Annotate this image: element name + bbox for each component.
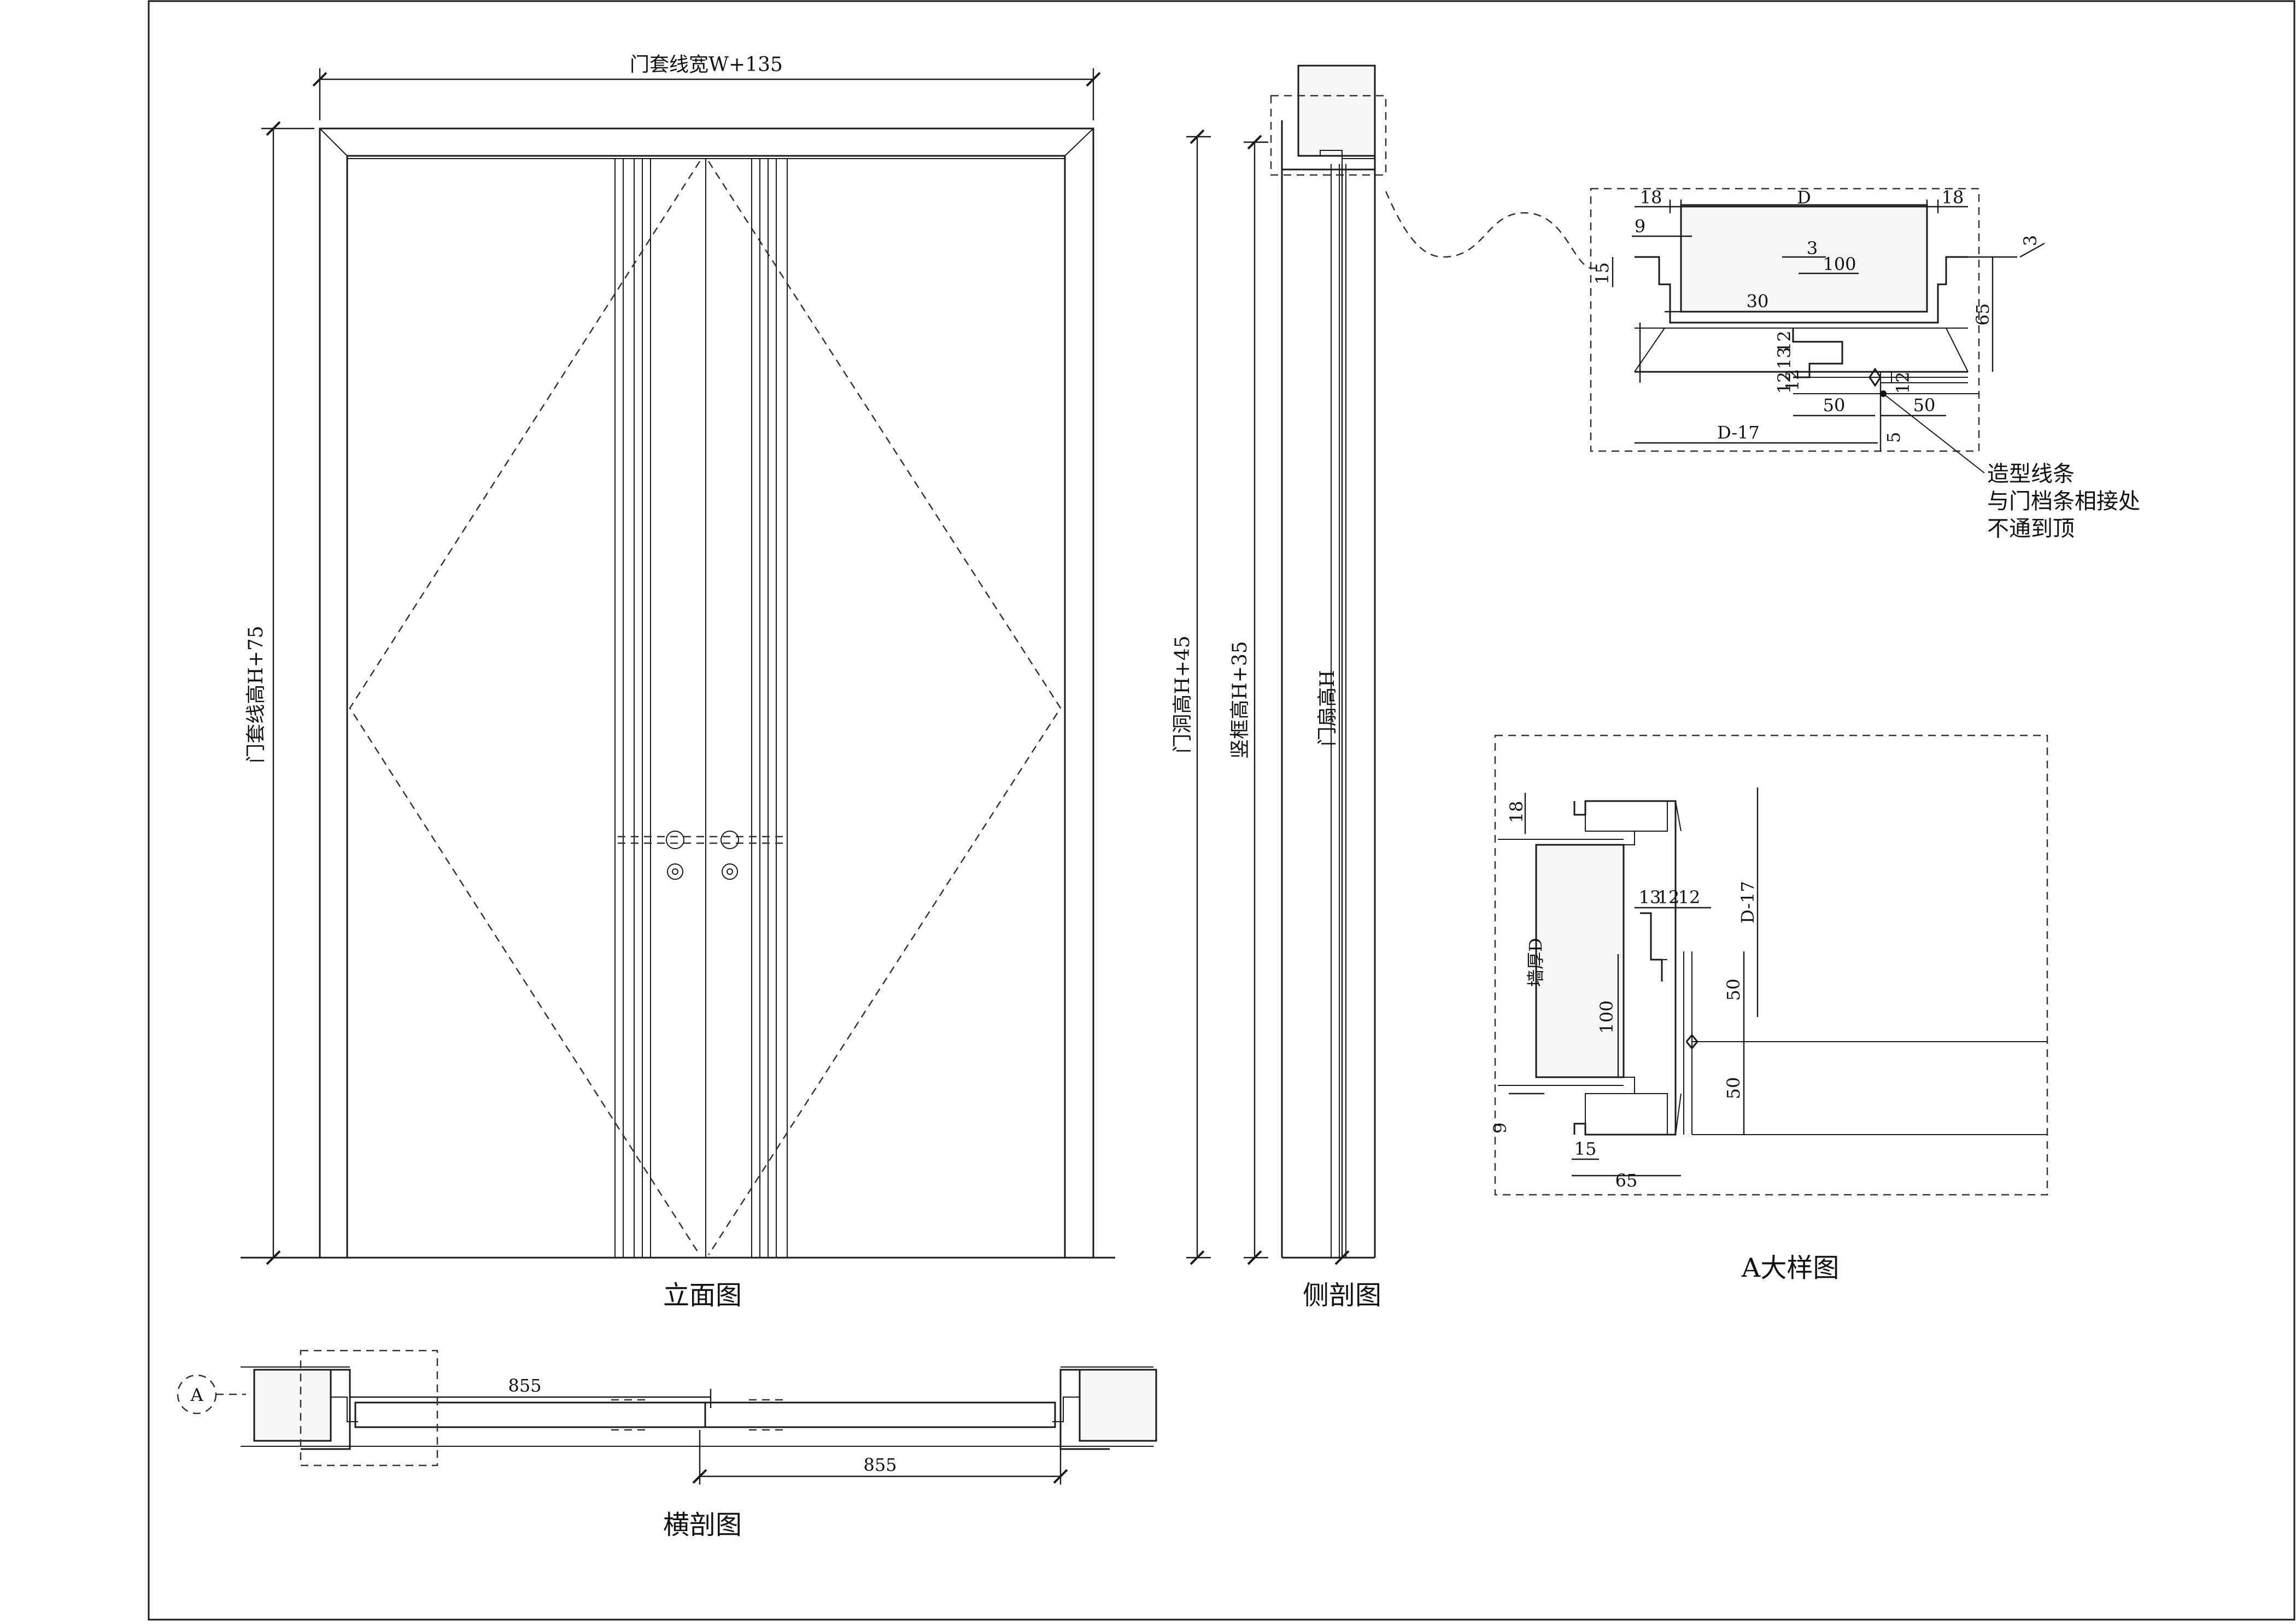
casing-miter-right [1064, 128, 1094, 156]
cross-right-jamb [1059, 1369, 1110, 1450]
d12c: 12 [1774, 372, 1795, 394]
d18-left: 18 [1640, 187, 1662, 208]
d9: 9 [1635, 216, 1645, 237]
detail-leader-curve [1385, 191, 1597, 269]
a-d9: 9 [1490, 1123, 1510, 1134]
wall-head-section [1297, 65, 1376, 157]
elevation-view: 门套线宽W+135 门套线高H+75 立面图 [241, 54, 1115, 1311]
detail-a-wall [1535, 844, 1625, 1078]
note-line-1: 造型线条 [1987, 462, 2075, 487]
d100: 100 [1823, 254, 1856, 274]
cross-section-view: A 855 855 横剖图 [177, 1350, 1157, 1540]
a-d50b: 50 [1723, 1077, 1744, 1100]
side-section-view: 门洞高H+45 竖框高H+35 门扇高H 侧剖图 [1172, 65, 1387, 1311]
d13: 13 [1774, 347, 1795, 370]
jamb-height-label: 竖框高H+35 [1229, 641, 1251, 758]
note-leader [1883, 393, 1985, 474]
opening-height-label: 门洞高H+45 [1172, 635, 1194, 753]
head-detail-border [1590, 188, 1980, 452]
d65: 65 [1972, 303, 1993, 326]
detail-a-caption: A大样图 [1741, 1253, 1840, 1283]
sheet-border [148, 0, 2295, 1621]
right-handle-icon [721, 831, 739, 880]
d-label: D [1797, 187, 1811, 208]
leaf-height-dimension [1334, 164, 1350, 1265]
detail-a-view: 18 D-17 13 12 12 墙厚D 100 50 50 9 15 65 A… [1490, 734, 2048, 1283]
cross-right-wall [1079, 1369, 1157, 1442]
a-d65: 65 [1615, 1170, 1638, 1191]
a-d13: 13 [1639, 887, 1661, 908]
note-line-3: 不通到顶 [1987, 516, 2075, 541]
head-detail-jamb-profile [1635, 256, 1968, 324]
a-d50a: 50 [1723, 979, 1744, 1001]
callout-a-label: A [190, 1385, 203, 1405]
d12a: 12 [1774, 331, 1795, 353]
cross-section-caption: 横剖图 [663, 1510, 742, 1540]
d-minus17: D-17 [1717, 422, 1760, 443]
casing-miter-left [319, 128, 348, 156]
a-d12b: 12 [1678, 887, 1701, 908]
seal-icon [1869, 367, 1882, 387]
note-line-2: 与门档条相接处 [1987, 489, 2140, 514]
head-jamb-profile [1281, 120, 1376, 171]
a-d12a: 12 [1657, 887, 1680, 908]
cross-right-leaf [704, 1401, 1056, 1428]
cross-dim-bottom: 855 [863, 1454, 897, 1475]
d15: 15 [1592, 262, 1613, 285]
left-leaf-swing [349, 161, 701, 1255]
a-d18: 18 [1506, 801, 1527, 823]
head-detail-wall [1680, 204, 1928, 313]
cross-left-wall [253, 1369, 332, 1442]
frame-height-label: 门套线高H+75 [245, 626, 267, 763]
frame-width-label: 门套线宽W+135 [630, 54, 783, 76]
right-leaf-grooves [751, 159, 788, 1258]
detail-a-border [1494, 734, 2048, 1196]
door-casing-inner [346, 155, 1066, 1258]
cross-left-jamb [301, 1369, 351, 1450]
left-handle-icon [666, 831, 684, 880]
d50b: 50 [1913, 395, 1936, 416]
side-section-caption: 侧剖图 [1303, 1280, 1381, 1311]
cross-left-leaf [354, 1401, 706, 1428]
a-d100: 100 [1596, 1000, 1617, 1033]
cross-dim-top: 855 [508, 1375, 541, 1396]
head-detail-view: 18 D 18 9 3 100 15 30 65 3 12 13 12 12 1… [1590, 187, 2045, 474]
detail-a-door-stop [1640, 912, 1663, 982]
opening-height-dimension [1186, 129, 1211, 1265]
elevation-caption: 立面图 [663, 1280, 742, 1311]
a-d15: 15 [1574, 1138, 1597, 1159]
door-casing-outer [319, 127, 1094, 1258]
detail-a-marker-box [300, 1350, 438, 1467]
d5: 5 [1883, 432, 1904, 443]
left-leaf-grooves [614, 159, 651, 1258]
d3a: 3 [1807, 238, 1818, 259]
frame-height-dimension [261, 121, 314, 1265]
head-detail-marker [1270, 95, 1387, 176]
d30: 30 [1747, 291, 1769, 312]
frame-width-dimension [312, 68, 1101, 120]
d18-right: 18 [1942, 187, 1964, 208]
jamb-height-dimension [1244, 135, 1268, 1265]
d12b: 12 [1782, 369, 1803, 392]
right-leaf-swing [707, 161, 1062, 1255]
d12d: 12 [1893, 372, 1913, 394]
d50a: 50 [1823, 395, 1846, 416]
leaf-height-label: 门扇高H [1316, 670, 1339, 746]
a-wall-thickness: 墙厚D [1525, 938, 1546, 987]
a-d-minus17: D-17 [1737, 881, 1758, 924]
d3b: 3 [2020, 235, 2041, 246]
